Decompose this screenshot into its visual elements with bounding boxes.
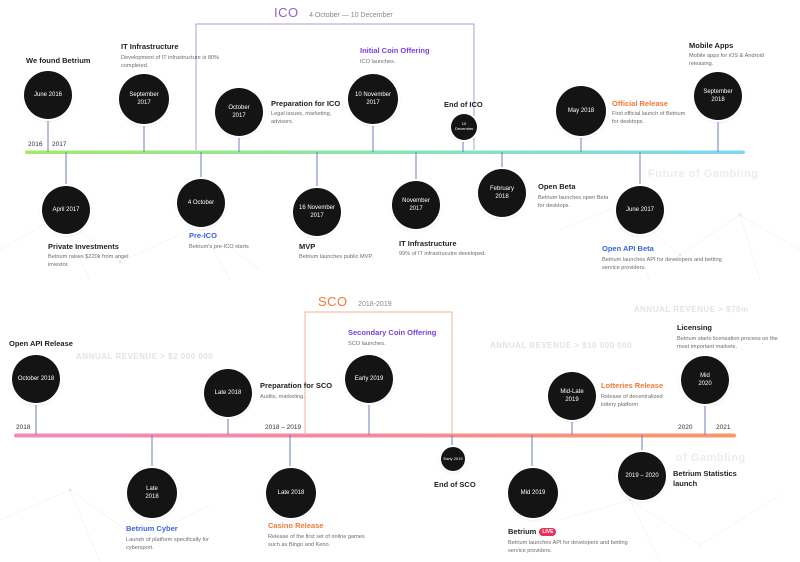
event-circle-prep[interactable]: October 2017 [215, 88, 263, 136]
event-circle-stats[interactable]: 2019 – 2020 [618, 452, 666, 500]
event-circle-private[interactable]: April 2017 [42, 186, 90, 234]
event-desc-lotteries: Release of decentralized lottery platfor… [601, 394, 663, 409]
event-desc-sco: SCO launches. [348, 341, 386, 347]
event-circle-prepsco[interactable]: Late 2018 [204, 369, 252, 417]
watermark-future-of-gambling: Future of Gambling [648, 168, 759, 180]
year-label-2017: 2017 [52, 141, 67, 148]
event-title-it2: IT Infrastructure [399, 239, 457, 248]
event-title-licensing: Licensing [677, 323, 713, 332]
event-desc-preico: Betrium's pre-ICO starts [189, 244, 249, 250]
event-circle-apirel[interactable]: October 2018 [12, 355, 60, 403]
event-desc-ico: ICO launches. [360, 59, 396, 65]
year-label-2020: 2020 [678, 424, 693, 431]
event-title-live-text: Betrium [508, 527, 537, 536]
event-desc-cyber: Launch of platform specifically for cybe… [126, 537, 210, 552]
event-circle-mvp[interactable]: 16 November 2017 [293, 188, 341, 236]
event-desc-it2: 99% of IT infrastrucutre developed. [399, 251, 486, 257]
event-title-lotteries: Lotteries Release [601, 381, 664, 390]
event-title-sco: Secondary Coin Offering [348, 328, 437, 337]
event-desc-prep: Legal issues, marketing, advisors. [271, 111, 332, 126]
event-desc-beta: Betrium launches open Beta for desktops. [538, 195, 609, 210]
event-title-it1: IT Infrastructure [121, 42, 179, 51]
watermark-of-gambling: of Gambling [676, 452, 746, 464]
sco-dates: 2018-2019 [358, 301, 392, 308]
ico-dates: 4 October — 10 December [309, 12, 393, 19]
bottom-timeline-graphics [14, 311, 736, 470]
year-label-2021: 2021 [716, 424, 731, 431]
event-circle-it1[interactable]: September 2017 [119, 74, 169, 124]
event-circle-preico[interactable]: 4 October [177, 179, 225, 227]
event-circle-mobile[interactable]: September 2018 [694, 72, 742, 120]
event-title-beta: Open Beta [538, 182, 576, 191]
event-desc-prepsco: Audits, marketing. [260, 394, 305, 400]
event-circle-cyber[interactable]: Late 2018 [127, 468, 177, 518]
event-desc-mobile: Mobile apps for iOS & Android releasing. [689, 53, 764, 68]
live-badge: LIVE [539, 528, 557, 537]
event-circle-live[interactable]: Mid 2019 [508, 468, 558, 518]
event-title-stats: Betrium Statistics launch [673, 469, 737, 489]
event-circle-endico[interactable]: 10 December [451, 114, 477, 140]
year-label-2018: 2018 [16, 424, 31, 431]
event-circle-official[interactable]: May 2018 [556, 86, 606, 136]
event-circle-it2[interactable]: November 2017 [392, 181, 440, 229]
event-desc-official: First official launch of Betrium for des… [612, 111, 686, 126]
top-timeline-axis [25, 150, 745, 154]
event-circle-ico[interactable]: 10 November 2017 [348, 74, 398, 124]
event-title-casino: Casino Release [268, 521, 324, 530]
event-title-mobile: Mobile Apps [689, 41, 734, 50]
event-circle-endsco[interactable]: Early 2019 [441, 447, 465, 471]
event-title-prep: Preparation for ICO [271, 99, 341, 108]
event-title-private: Private Investments [48, 242, 119, 251]
event-circle-sco[interactable]: Early 2019 [345, 355, 393, 403]
event-title-mvp: MVP [299, 242, 316, 251]
event-title-openapi: Open API Beta [602, 244, 654, 253]
event-title-official: Official Release [612, 99, 668, 108]
event-circle-licensing[interactable]: Mid 2020 [681, 356, 729, 404]
watermark-revenue-2m: ANNUAL REVENUE > $2 000 000 [76, 352, 214, 361]
sco-label: SCO [318, 294, 348, 309]
event-circle-found[interactable]: June 2016 [24, 71, 72, 119]
watermark-revenue-70m: ANNUAL REVENUE > $70m [634, 305, 749, 314]
ico-label: ICO [274, 5, 299, 20]
event-title-prepsco: Preparation for SCO [260, 381, 333, 390]
bottom-timeline-axis [14, 433, 736, 438]
sco-bracket-label: SCO 2018-2019 [318, 293, 392, 311]
event-title-preico: Pre-ICO [189, 231, 217, 240]
event-circle-beta[interactable]: February 2018 [478, 169, 526, 217]
event-desc-casino: Release of the first set of online games… [268, 534, 365, 549]
event-desc-it1: Development of IT infrastructure is 80% … [121, 55, 220, 70]
event-title-endsco: End of SCO [434, 480, 476, 489]
watermark-revenue-10m: ANNUAL REVENUE > $10 000 000 [490, 341, 633, 350]
event-desc-mvp: Betrium launches public MVP. [299, 254, 373, 260]
event-title-apirel: Open API Release [9, 339, 73, 348]
event-desc-private: Betrium raises $220k from angel investor… [48, 254, 129, 269]
event-title-ico: Initial Coin Offering [360, 46, 430, 55]
event-title-endico: End of ICO [444, 100, 483, 109]
year-label-2016: 2016 [28, 141, 43, 148]
event-circle-casino[interactable]: Late 2018 [266, 468, 316, 518]
event-title-cyber: Betrium Cyber [126, 524, 178, 533]
event-desc-licensing: Betrium starts licensation process on th… [677, 336, 778, 351]
year-label-2018-2019: 2018 – 2019 [265, 424, 302, 431]
ico-bracket-label: ICO 4 October — 10 December [274, 4, 393, 22]
event-desc-openapi: Betrium launches API for developers and … [602, 257, 722, 272]
event-title-found: We found Betrium [26, 56, 91, 65]
event-circle-openapi[interactable]: June 2017 [616, 186, 664, 234]
event-desc-live: Betrium launches API for developers and … [508, 540, 628, 555]
sco-bracket [304, 311, 453, 435]
event-circle-lotteries[interactable]: Mid-Late 2019 [548, 372, 596, 420]
ico-bracket [195, 23, 475, 150]
